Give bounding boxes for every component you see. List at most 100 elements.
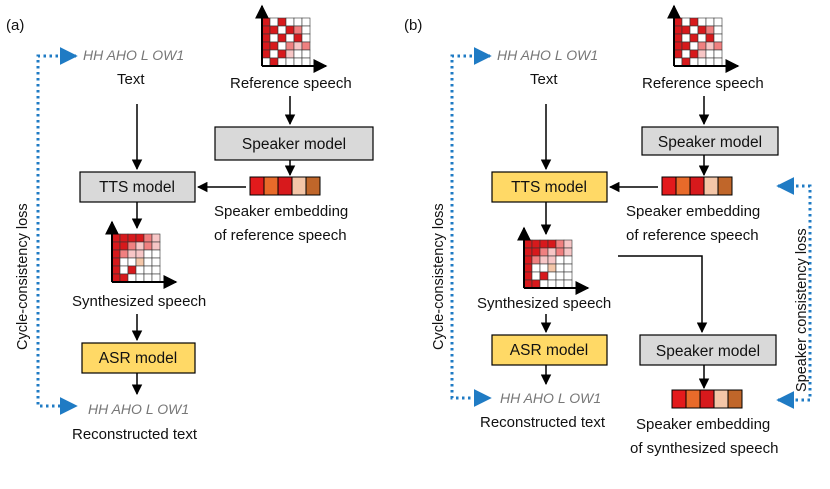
spectrogram-cell	[563, 255, 573, 265]
embedding-cell	[305, 176, 321, 196]
panel-b-synth-embedding-label-1: Speaker embedding	[636, 416, 770, 433]
panel-b-speech-to-speaker-2-arrow	[618, 255, 708, 334]
spectrogram-cell	[285, 17, 295, 27]
spectrogram-cell	[119, 233, 129, 243]
panel-b-label: (b)	[404, 17, 422, 34]
spectrogram-cell	[531, 271, 541, 281]
spectrogram-cell	[293, 41, 303, 51]
spectrogram-cell	[119, 257, 129, 267]
spectrogram-cell	[713, 49, 723, 59]
spectrogram-cell	[539, 263, 549, 273]
spectrogram-cell	[539, 279, 549, 289]
spectrogram-cell	[673, 41, 683, 51]
panel-b-reconstructed-text-label: Reconstructed text	[480, 414, 606, 431]
spectrogram-cell	[269, 41, 279, 51]
spectrogram-cell	[539, 239, 549, 249]
embedding-cell	[671, 389, 687, 409]
spectrogram-cell	[301, 49, 311, 59]
spectrogram-cell	[681, 41, 691, 51]
spectrogram-cell	[127, 273, 137, 283]
spectrogram-cell	[269, 57, 279, 67]
spectrogram-cell	[689, 41, 699, 51]
spectrogram-grid	[111, 233, 161, 283]
spectrogram-cell	[547, 239, 557, 249]
spectrogram-cell	[143, 233, 153, 243]
embedding-cell	[699, 389, 715, 409]
panel-b-synthesized-spectrogram	[517, 226, 590, 295]
panel-b-speaker-model-2-box	[639, 334, 777, 366]
embedding-cell	[717, 176, 733, 196]
spectrogram-cell	[261, 25, 271, 35]
spectrogram-cell	[531, 255, 541, 265]
embedding-cell	[277, 176, 293, 196]
spectrogram-cell	[713, 17, 723, 27]
spectrogram-cell	[135, 233, 145, 243]
spectrogram-cell	[713, 41, 723, 51]
spectrogram-cell	[563, 263, 573, 273]
spectrogram-cell	[301, 33, 311, 43]
spectrogram-cell	[673, 33, 683, 43]
panel-a-synthesized-spectrogram	[105, 220, 178, 289]
spectrogram-cell	[681, 49, 691, 59]
panel-b-speaker-model-label: Speaker model	[658, 134, 762, 151]
panel-a-synthesized-speech-label: Synthesized speech	[72, 293, 206, 310]
embedding-cell	[291, 176, 307, 196]
spectrogram-cell	[127, 241, 137, 251]
spectrogram-cell	[143, 241, 153, 251]
spectrogram-cell	[293, 49, 303, 59]
embedding-cell	[675, 176, 691, 196]
spectrogram-cell	[713, 25, 723, 35]
panel-b-reference-spectrogram	[667, 4, 740, 73]
spectrogram-cell	[547, 247, 557, 257]
spectrogram-cell	[285, 57, 295, 67]
spectrogram-cell	[673, 49, 683, 59]
spectrogram-cell	[285, 41, 295, 51]
spectrogram-cell	[705, 57, 715, 67]
spectrogram-cell	[555, 255, 565, 265]
spectrogram-cell	[293, 57, 303, 67]
spectrogram-cell	[127, 233, 137, 243]
panel-b-synth-embedding-label-2: of synthesized speech	[630, 440, 778, 457]
spectrogram-cell	[673, 25, 683, 35]
spectrogram-cell	[697, 25, 707, 35]
spectrogram-cell	[531, 239, 541, 249]
spectrogram-grid	[673, 17, 723, 67]
spectrogram-cell	[523, 271, 533, 281]
panel-a-reconstructed-text-label: Reconstructed text	[72, 426, 198, 443]
spectrogram-cell	[713, 33, 723, 43]
embedding-cell	[685, 389, 701, 409]
spectrogram-cell	[269, 49, 279, 59]
spectrogram-cell	[143, 273, 153, 283]
spectrogram-cell	[563, 247, 573, 257]
spectrogram-cell	[127, 265, 137, 275]
spectrogram-cell	[713, 57, 723, 67]
spectrogram-cell	[285, 49, 295, 59]
spectrogram-cell	[143, 265, 153, 275]
spectrogram-cell	[261, 41, 271, 51]
spectrogram-cell	[555, 239, 565, 249]
panel-b-text-label: Text	[530, 71, 558, 88]
spectrogram-cell	[285, 25, 295, 35]
spectrogram-cell	[301, 41, 311, 51]
panel-b-cycle-loss-label: Cycle-consistency loss	[431, 203, 447, 350]
spectrogram-cell	[689, 49, 699, 59]
spectrogram-cell	[261, 49, 271, 59]
spectrogram-cell	[277, 25, 287, 35]
spectrogram-cell	[697, 41, 707, 51]
panel-b-phoneme-text: HH AHO L OW1	[497, 47, 598, 63]
spectrogram-cell	[111, 249, 121, 259]
spectrogram-cell	[523, 247, 533, 257]
spectrogram-cell	[563, 279, 573, 289]
spectrogram-cell	[151, 273, 161, 283]
panel-a-cycle-loss-label: Cycle-consistency loss	[15, 203, 31, 350]
spectrogram-cell	[135, 273, 145, 283]
spectrogram-cell	[705, 17, 715, 27]
panel-a-cycle-loss-arrow	[36, 47, 78, 415]
spectrogram-cell	[269, 17, 279, 27]
panel-b-cycle-loss-arrow	[450, 47, 492, 407]
panel-a-reference-spectrogram	[255, 4, 328, 73]
panel-a-text-label: Text	[117, 71, 145, 88]
spectrogram-cell	[697, 33, 707, 43]
panel-b-speaker-loss-arrow	[776, 177, 812, 409]
spectrogram-cell	[547, 279, 557, 289]
